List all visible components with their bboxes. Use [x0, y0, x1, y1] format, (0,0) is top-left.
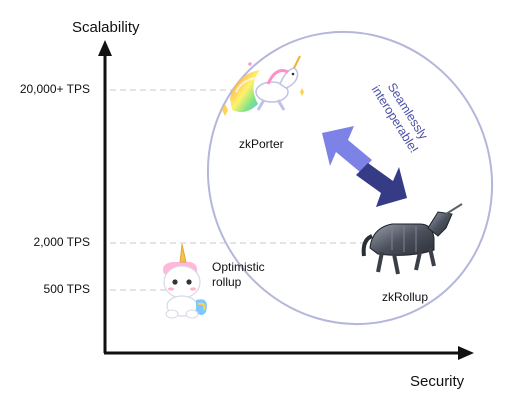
y-axis-title: Scalability: [72, 19, 140, 36]
x-axis-title: Security: [410, 373, 465, 390]
tick-label-20000-tps: 20,000+ TPS: [19, 82, 90, 96]
zkrollup-label: zkRollup: [382, 290, 429, 304]
tick-label-2000-tps: 2,000 TPS: [33, 235, 90, 249]
zkporter-label: zkPorter: [239, 137, 284, 151]
x-axis-arrowhead: [458, 346, 474, 360]
interop-ellipse: [206, 30, 494, 326]
flying-rainbow-unicorn-icon: [222, 55, 304, 116]
arrow-up-left-icon: [322, 126, 372, 172]
armored-robot-unicorn-icon: [361, 203, 463, 275]
optimistic-rollup-label-line2: rollup: [212, 275, 242, 289]
optimistic-rollup-label-line1: Optimistic: [212, 260, 265, 274]
cartoon-unicorn-plush-icon: [163, 243, 207, 319]
y-axis-arrowhead: [98, 40, 112, 56]
arrow-down-right-icon: [356, 163, 407, 207]
tick-label-500-tps: 500 TPS: [43, 282, 90, 296]
